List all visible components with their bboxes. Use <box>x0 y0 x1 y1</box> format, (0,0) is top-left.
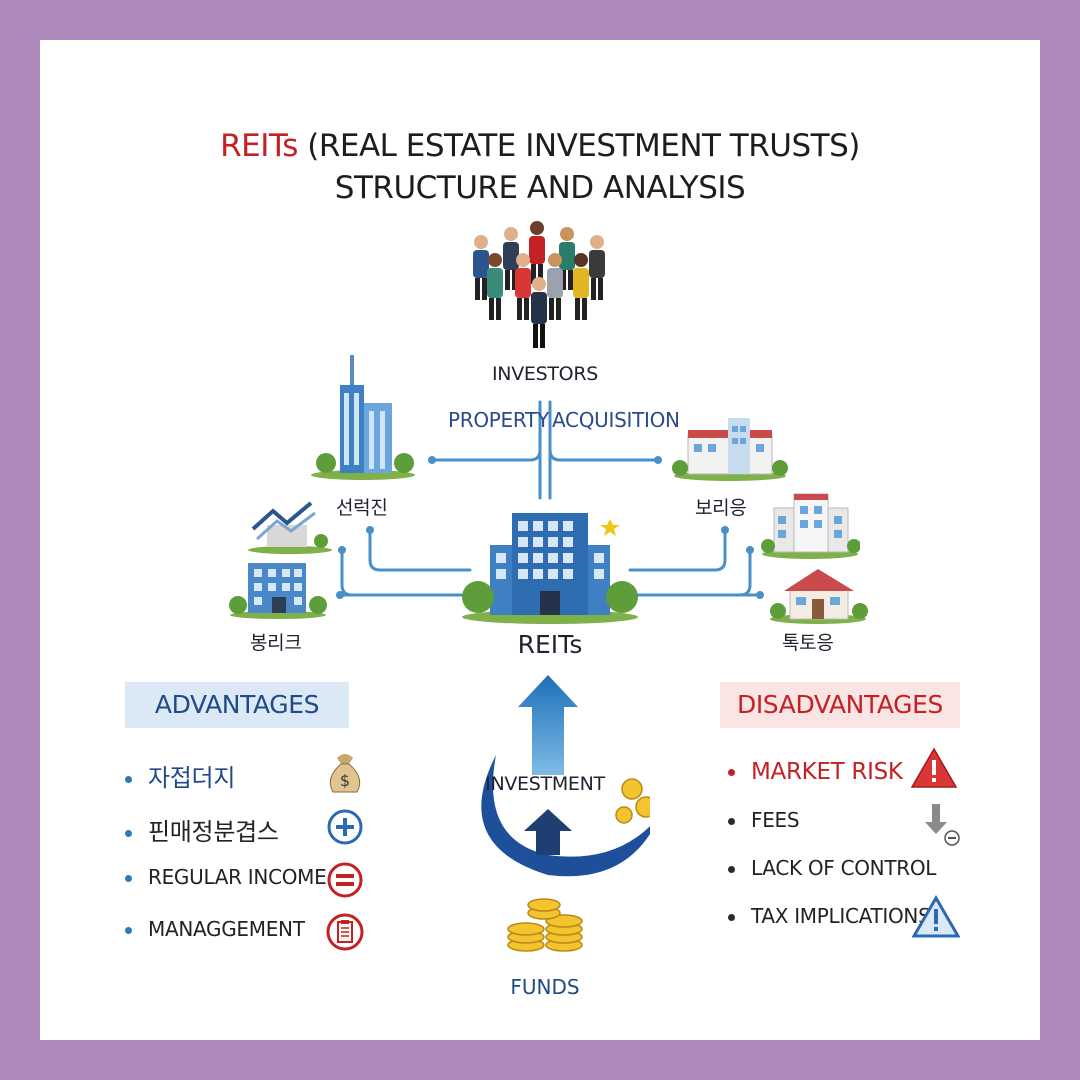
bullet-dot <box>728 818 735 825</box>
property-label-bottom-left: 봉리크 <box>250 632 302 654</box>
bullet-dot <box>728 866 735 873</box>
disadvantage-text: TAX IMPLICATIONS <box>751 904 931 928</box>
svg-text:$: $ <box>340 771 350 790</box>
disadvantage-text: MARKET RISK <box>751 759 903 785</box>
bullet-dot <box>125 829 132 837</box>
flow-right-label: ACQUISITION <box>552 408 680 432</box>
title-rest: (REAL ESTATE INVESTMENT TRUSTS) <box>297 128 860 164</box>
advantage-text: 핀매정분겹스 <box>148 818 279 846</box>
reits-building-icon <box>462 513 638 624</box>
disadvantage-text: LACK OF CONTROL <box>751 856 937 880</box>
plus-circle-icon <box>327 809 363 845</box>
funds-label: FUNDS <box>510 975 580 999</box>
bullet-dot <box>728 914 735 921</box>
bullet-dot <box>125 775 132 783</box>
house-icon <box>770 569 868 624</box>
disadvantage-item: MARKET RISK <box>728 759 903 785</box>
infographic-card: REITs (REAL ESTATE INVESTMENT TRUSTS) ST… <box>40 40 1040 1040</box>
property-label-top-right: 보리응 <box>695 497 747 519</box>
arrow-down-minus-icon <box>925 804 960 846</box>
advantages-header: ADVANTAGES <box>125 682 349 728</box>
equals-circle-icon <box>327 862 363 898</box>
advantage-item: 핀매정분겹스 <box>125 812 279 847</box>
hospital-building-icon <box>672 418 788 481</box>
warning-red-icon <box>910 747 958 788</box>
money-bag-icon: $ <box>329 754 361 793</box>
bullet-dot <box>728 769 735 776</box>
disadvantage-item: FEES <box>728 808 800 832</box>
skyscraper-icon <box>311 355 415 480</box>
apartment-building-icon <box>761 493 860 559</box>
disadvantage-item: LACK OF CONTROL <box>728 856 936 880</box>
coin-stack-icon <box>507 898 583 952</box>
flow-left-label: PROPERTY <box>448 408 549 432</box>
property-label-top-left: 선럭진 <box>336 497 388 519</box>
advantage-item: 자접더지 <box>125 758 235 793</box>
investment-label: INVESTMENT <box>485 773 605 795</box>
disadvantages-header: DISADVANTAGES <box>720 682 960 728</box>
bullet-dot <box>125 875 132 882</box>
investors-group-icon <box>473 221 605 348</box>
office-block-icon <box>229 563 327 619</box>
investors-label: INVESTORS <box>491 363 598 385</box>
reits-label: REITs <box>517 630 583 659</box>
connector-lines <box>336 400 764 599</box>
title-accent: REITs <box>220 128 298 164</box>
title-line-1: REITs (REAL ESTATE INVESTMENT TRUSTS) <box>40 128 1040 164</box>
growth-chart-icon <box>248 501 332 554</box>
advantage-text: 자접더지 <box>148 764 236 792</box>
property-label-bottom-right: 톡토응 <box>782 632 834 654</box>
advantage-item: MANAGGEMENT <box>125 917 305 941</box>
disadvantage-text: FEES <box>751 808 800 832</box>
advantage-text: MANAGGEMENT <box>148 917 305 941</box>
advantage-text: REGULAR INCOME <box>148 865 327 889</box>
advantage-item: REGULAR INCOME <box>125 865 327 889</box>
disadvantage-item: TAX IMPLICATIONS <box>728 904 931 928</box>
clipboard-icon <box>326 913 364 951</box>
investment-cycle-icon <box>481 675 650 877</box>
title-line-2: STRUCTURE AND ANALYSIS <box>334 170 746 206</box>
warning-blue-icon <box>912 895 960 938</box>
bullet-dot <box>125 927 132 934</box>
